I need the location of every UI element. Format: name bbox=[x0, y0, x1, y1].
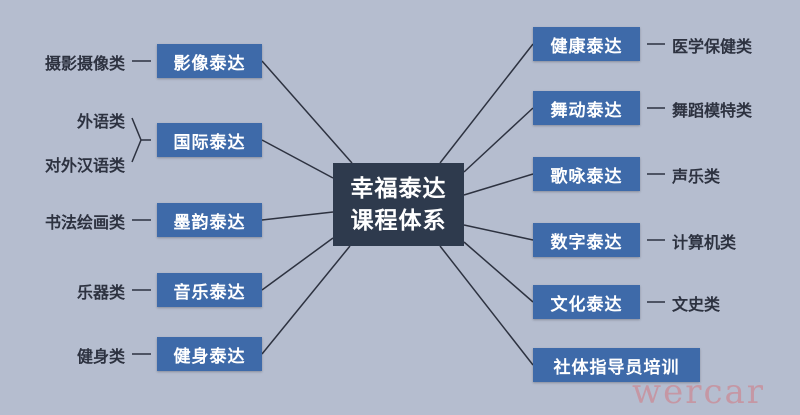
label-foreign-language: 外语类 bbox=[76, 112, 125, 131]
node-guoji: 国际泰达 bbox=[157, 123, 262, 157]
label-computer: 计算机类 bbox=[672, 233, 737, 252]
link-right-1 bbox=[463, 107, 534, 173]
center-node: 幸福泰达 课程体系 bbox=[333, 163, 464, 246]
label-history: 文史类 bbox=[672, 295, 721, 314]
node-jiankang: 健康泰达 bbox=[533, 27, 640, 61]
watermark: wercar bbox=[632, 372, 766, 412]
label-dance: 舞蹈模特类 bbox=[672, 101, 753, 120]
node-jianshen: 健身泰达 bbox=[157, 337, 262, 371]
node-yingxiang: 影像泰达 bbox=[157, 44, 262, 78]
link-right-5 bbox=[439, 245, 534, 366]
node-wenhua: 文化泰达 bbox=[533, 285, 640, 319]
node-sheti: 社体指导员培训 bbox=[533, 348, 700, 382]
label-calligraphy: 书法绘画类 bbox=[44, 213, 125, 232]
center-line-1: 幸福泰达 bbox=[350, 175, 447, 202]
link-right-0 bbox=[439, 43, 534, 164]
label-instruments: 乐器类 bbox=[76, 283, 125, 302]
link-left-4 bbox=[261, 245, 351, 355]
label-medical: 医学保健类 bbox=[672, 37, 753, 56]
link-left-1 bbox=[261, 139, 334, 179]
link-left-2 bbox=[261, 211, 334, 221]
node-shuzi: 数字泰达 bbox=[533, 223, 640, 257]
node-wudong: 舞动泰达 bbox=[533, 91, 640, 125]
link-left-3 bbox=[261, 237, 334, 291]
node-moyun: 墨韵泰达 bbox=[157, 203, 262, 237]
node-yinyue: 音乐泰达 bbox=[157, 273, 262, 307]
node-geyong: 歌咏泰达 bbox=[533, 157, 640, 191]
link-right-3 bbox=[463, 224, 534, 241]
label-chinese-teaching: 对外汉语类 bbox=[44, 156, 125, 175]
label-photography: 摄影摄像类 bbox=[44, 54, 125, 73]
link-right-2 bbox=[463, 173, 534, 196]
link-left-0 bbox=[261, 60, 353, 164]
brace-left-1 bbox=[131, 117, 151, 163]
label-vocal: 声乐类 bbox=[672, 167, 721, 186]
link-right-4 bbox=[463, 241, 534, 303]
label-fitness: 健身类 bbox=[76, 347, 125, 366]
center-line-2: 课程体系 bbox=[350, 207, 447, 234]
